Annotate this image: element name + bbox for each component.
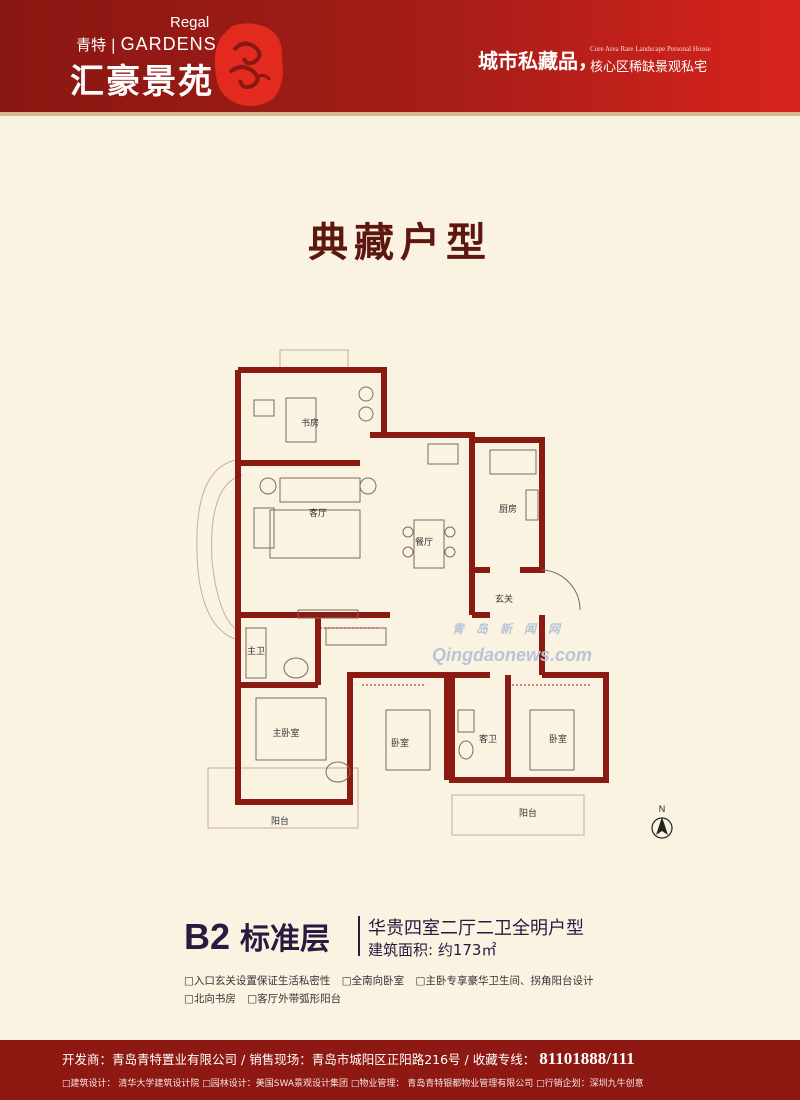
feature-item: □主卧专享豪华卫生间、拐角阳台设计 — [415, 975, 594, 987]
footer-hotline: 81101888/111 — [539, 1049, 635, 1068]
footer-separator: / — [464, 1052, 469, 1067]
model-divider — [358, 916, 360, 956]
floor-plan: 书房 客厅 餐厅 厨房 玄关 主卫 主卧室 卧室 客卫 卧室 阳台 阳台 — [196, 349, 609, 836]
room-balcony-2: 阳台 — [519, 807, 537, 819]
feature-item: □全南向卧室 — [341, 975, 405, 987]
header-banner — [0, 0, 800, 112]
tagline-sub: 核心区稀缺景观私宅 — [590, 60, 708, 75]
footer-separator: / — [241, 1052, 246, 1067]
room-balcony-1: 阳台 — [271, 815, 289, 827]
footer-banner: 开发商：青岛青特置业有限公司 / 销售现场：青岛市城阳区正阳路216号 / 收藏… — [0, 1040, 800, 1100]
feature-list: □入口玄关设置保证生活私密性 □全南向卧室 □主卧专享豪华卫生间、拐角阳台设计 … — [184, 972, 644, 1008]
brand-en-top: Regal — [170, 14, 210, 31]
room-study: 书房 — [301, 417, 319, 429]
room-bedroom-2: 卧室 — [549, 733, 567, 745]
brand-separator: | — [110, 36, 121, 54]
area-label: 建筑面积: — [368, 941, 434, 959]
tagline-main: 城市私藏品， — [478, 49, 598, 73]
model-code-cn: 标准层 — [240, 922, 331, 957]
room-master-bedroom: 主卧室 — [272, 727, 299, 739]
footer-credits: □建筑设计： 清华大学建筑设计院 □园林设计：美国SWA景观设计集团 □物业管理… — [62, 1079, 644, 1089]
model-area: 建筑面积: 约173㎡ — [368, 939, 496, 960]
room-kitchen: 厨房 — [499, 503, 517, 515]
north-arrow-icon: N — [651, 804, 673, 839]
area-value: 约173㎡ — [437, 941, 497, 959]
brand-seal-logo — [214, 23, 283, 106]
model-code: B2 标准层 — [184, 914, 330, 958]
room-master-bath: 主卫 — [247, 645, 265, 657]
feature-item: □入口玄关设置保证生活私密性 — [184, 975, 331, 987]
page-title: 典藏户型 — [308, 219, 492, 266]
room-foyer: 玄关 — [495, 593, 513, 605]
brand-sub-cn: 青特 — [76, 36, 107, 54]
footer-sales-address: 销售现场：青岛市城阳区正阳路216号 — [249, 1052, 461, 1067]
room-living: 客厅 — [309, 507, 327, 519]
watermark-en: Qingdaonews.com — [431, 645, 593, 665]
room-guest-bath: 客卫 — [479, 733, 497, 745]
tagline-en: Core Area Rare Landscape Personal House — [590, 45, 711, 53]
brand-subtitle: 青特 | GARDENS — [76, 34, 217, 55]
model-code-en: B2 — [184, 916, 231, 957]
feature-item: □客厅外带弧形阳台 — [247, 993, 342, 1005]
north-label: N — [659, 804, 666, 814]
feature-item: □北向书房 — [184, 993, 236, 1005]
watermark: 青岛新闻网 Qingdaonews.com — [412, 620, 612, 666]
brand-name: 汇豪景苑 — [70, 62, 214, 102]
model-description: 华贵四室二厅二卫全明户型 — [368, 918, 584, 939]
brand-sub-en: GARDENS — [120, 34, 217, 54]
watermark-cn: 青岛新闻网 — [451, 622, 572, 636]
header-divider — [0, 112, 800, 116]
room-dining: 餐厅 — [415, 536, 433, 548]
footer-hotline-label: 收藏专线： — [472, 1052, 536, 1067]
room-bedroom-1: 卧室 — [391, 737, 409, 749]
footer-contact: 开发商：青岛青特置业有限公司 / 销售现场：青岛市城阳区正阳路216号 / 收藏… — [62, 1049, 635, 1069]
footer-developer: 开发商：青岛青特置业有限公司 — [62, 1052, 238, 1067]
